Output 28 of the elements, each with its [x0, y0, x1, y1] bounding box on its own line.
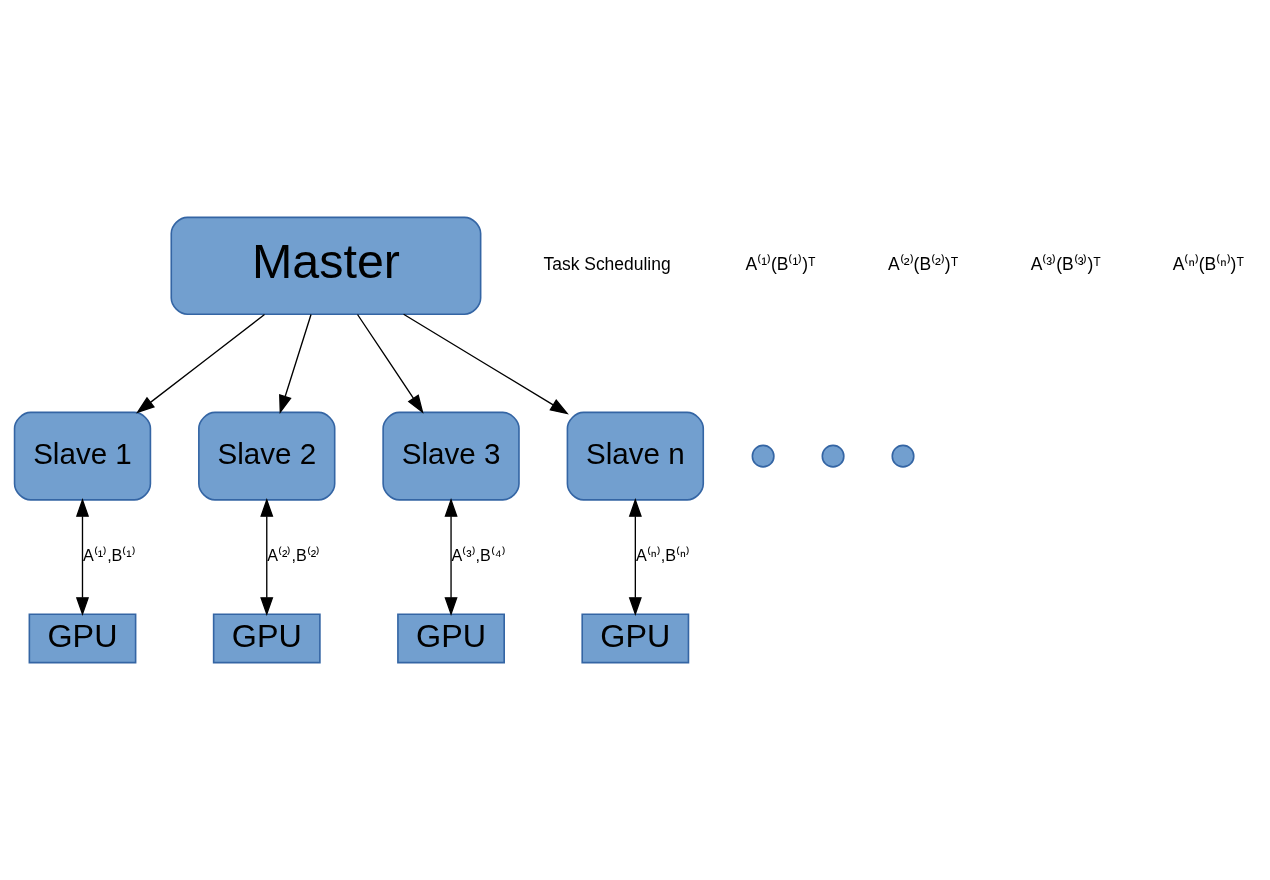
node-box: Slave 3	[382, 411, 520, 501]
label: A⁽ⁿ⁾(B⁽ⁿ⁾)ᵀ	[1172, 254, 1244, 275]
arrow	[356, 313, 424, 414]
node-box: GPU	[397, 613, 505, 664]
arrow	[136, 313, 266, 414]
label: A⁽³⁾(B⁽³⁾)ᵀ	[1030, 254, 1101, 275]
node-box: GPU	[28, 613, 137, 664]
arrow	[628, 498, 642, 617]
node-circle	[891, 444, 915, 468]
arrow	[402, 313, 569, 415]
label: Task Scheduling	[543, 254, 671, 275]
node-box: Master	[170, 216, 482, 316]
node-circle	[751, 444, 775, 468]
node-box: GPU	[212, 613, 321, 664]
node-box: Slave 2	[198, 411, 336, 501]
node-box: Slave 1	[13, 411, 152, 501]
edge-label: A⁽²⁾,B⁽²⁾	[267, 546, 321, 565]
label: A⁽²⁾(B⁽²⁾)ᵀ	[888, 254, 959, 275]
node-circle	[821, 444, 845, 468]
node-box: GPU	[581, 613, 690, 664]
edge-label: A⁽¹⁾,B⁽¹⁾	[83, 546, 136, 565]
arrow	[444, 498, 458, 617]
edge-label: A⁽ⁿ⁾,B⁽ⁿ⁾	[636, 546, 690, 565]
label: A⁽¹⁾(B⁽¹⁾)ᵀ	[745, 254, 816, 275]
arrow	[279, 313, 312, 414]
node-box: Slave n	[566, 411, 705, 501]
arrow	[260, 498, 274, 617]
arrow	[75, 498, 90, 617]
